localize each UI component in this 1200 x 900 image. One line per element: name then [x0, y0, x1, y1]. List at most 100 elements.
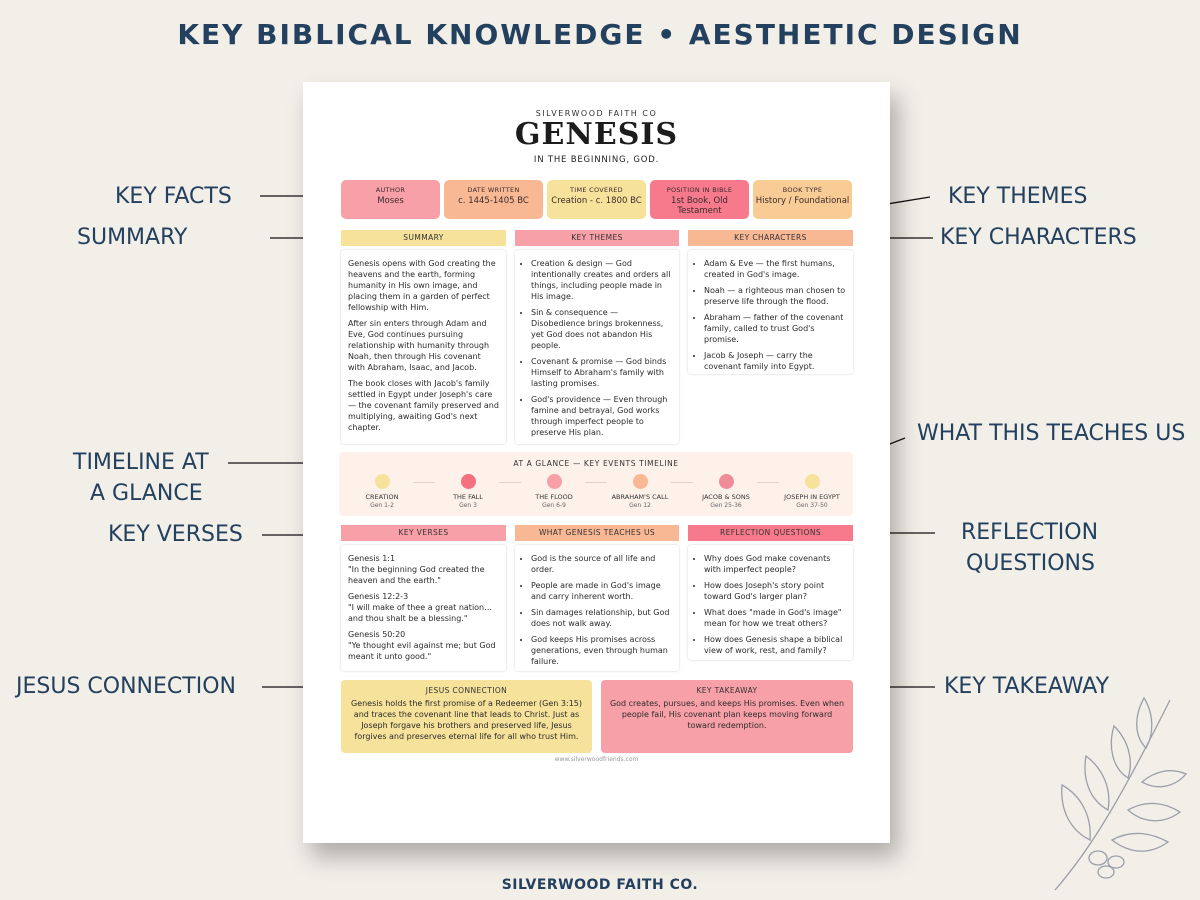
- timeline-event-ref: Gen 3: [459, 502, 477, 509]
- reflection-card: Why does God make covenants with imperfe…: [688, 545, 853, 660]
- callout-timeline-line2: A GLANCE: [90, 481, 203, 506]
- fact-date-written: DATE WRITTEN c. 1445-1405 BC: [444, 180, 543, 219]
- timeline: AT A GLANCE — KEY EVENTS TIMELINE CREATI…: [339, 452, 853, 516]
- callout-key-takeaway: KEY TAKEAWAY: [944, 674, 1110, 699]
- timeline-event-ref: Gen 6-9: [542, 502, 566, 509]
- teaches-item: God is the source of all life and order.: [531, 553, 672, 575]
- footer-brand: SILVERWOOD FAITH CO.: [501, 877, 699, 893]
- teaches-header: WHAT GENESIS TEACHES US: [515, 525, 679, 541]
- summary-paragraph: Genesis opens with God creating the heav…: [348, 259, 496, 312]
- character-item: Noah — a righteous man chosen to preserv…: [704, 285, 846, 307]
- verse-text: "Ye thought evil against me; but God mea…: [348, 641, 496, 661]
- timeline-event-name: JOSEPH IN EGYPT: [784, 493, 840, 501]
- timeline-dot: [718, 474, 734, 489]
- key-takeaway-box: KEY TAKEAWAY God creates, pursues, and k…: [601, 680, 853, 753]
- olive-branch-icon: [1054, 696, 1188, 891]
- sheet-url: www.silverwoodfriends.com: [554, 756, 639, 763]
- summary-header: SUMMARY: [341, 230, 506, 246]
- key-takeaway-header: KEY TAKEAWAY: [696, 686, 758, 695]
- reflection-item: How does Joseph's story point toward God…: [704, 580, 846, 602]
- fact-label: AUTHOR: [375, 186, 406, 194]
- verses-card: Genesis 1:1 "In the beginning God created…: [341, 545, 506, 671]
- callout-timeline-line1: TIMELINE AT: [73, 450, 209, 475]
- callout-key-facts: KEY FACTS: [115, 184, 232, 209]
- verse-item: Genesis 1:1 "In the beginning God created…: [348, 553, 499, 586]
- timeline-event-flood: THE FLOOD Gen 6-9: [514, 474, 594, 509]
- timeline-event-ref: Gen 37-50: [796, 502, 828, 509]
- callout-jesus-connection: JESUS CONNECTION: [16, 674, 236, 699]
- fact-label: TIME COVERED: [570, 186, 623, 194]
- timeline-dot: [374, 474, 390, 489]
- timeline-event-ref: Gen 1-2: [370, 502, 394, 509]
- verses-header: KEY VERSES: [341, 525, 506, 541]
- key-takeaway-text: God creates, pursues, and keeps His prom…: [609, 699, 845, 730]
- fact-book-type: BOOK TYPE History / Foundational: [753, 180, 852, 219]
- sheet-brand: SILVERWOOD FAITH CO: [535, 109, 658, 118]
- timeline-title: AT A GLANCE — KEY EVENTS TIMELINE: [513, 459, 679, 468]
- sheet-subtitle: IN THE BEGINNING, GOD.: [533, 155, 660, 165]
- characters-card: Adam & Eve — the first humans, created i…: [688, 250, 853, 374]
- characters-header: KEY CHARACTERS: [688, 230, 853, 246]
- timeline-event-joseph: JOSEPH IN EGYPT Gen 37-50: [772, 474, 852, 509]
- timeline-event-ref: Gen 12: [629, 502, 651, 509]
- fact-value: History / Foundational: [755, 196, 850, 206]
- character-item: Abraham — father of the covenant family,…: [704, 312, 846, 345]
- timeline-event-ref: Gen 25-36: [710, 502, 742, 509]
- character-item: Adam & Eve — the first humans, created i…: [704, 258, 846, 280]
- fact-value: Moses: [377, 196, 404, 206]
- verse-ref: Genesis 50:20: [348, 630, 406, 639]
- summary-card: Genesis opens with God creating the heav…: [341, 250, 506, 444]
- summary-paragraph: After sin enters through Adam and Eve, G…: [348, 319, 490, 372]
- callout-summary: SUMMARY: [77, 225, 188, 250]
- themes-card: Creation & design — God intentionally cr…: [515, 250, 679, 444]
- theme-item: God's providence — Even through famine a…: [531, 394, 672, 438]
- reflection-item: Why does God make covenants with imperfe…: [704, 553, 846, 575]
- fact-position: POSITION IN BIBLE 1st Book, Old Testamen…: [650, 180, 749, 219]
- teaches-item: Sin damages relationship, but God does n…: [531, 607, 672, 629]
- timeline-event-creation: CREATION Gen 1-2: [342, 474, 422, 509]
- callout-what-teaches: WHAT THIS TEACHES US: [917, 421, 1186, 446]
- timeline-event-name: JACOB & SONS: [702, 493, 750, 501]
- fact-author: AUTHOR Moses: [341, 180, 440, 219]
- timeline-event-jacob: JACOB & SONS Gen 25-36: [686, 474, 766, 509]
- timeline-event-fall: THE FALL Gen 3: [428, 474, 508, 509]
- timeline-event-abraham: ABRAHAM'S CALL Gen 12: [600, 474, 680, 509]
- verse-item: Genesis 12:2-3 "I will make of thee a gre…: [348, 591, 499, 624]
- timeline-event-name: THE FLOOD: [535, 493, 573, 501]
- timeline-event-name: THE FALL: [453, 493, 483, 501]
- fact-time-covered: TIME COVERED Creation - c. 1800 BC: [547, 180, 646, 219]
- jesus-connection-header: JESUS CONNECTION: [425, 686, 508, 695]
- verse-text: "In the beginning God created the heaven…: [348, 565, 485, 585]
- fact-label: BOOK TYPE: [782, 186, 823, 194]
- timeline-event-name: ABRAHAM'S CALL: [611, 493, 669, 501]
- timeline-dot: [632, 474, 648, 489]
- summary-paragraph: The book closes with Jacob's family sett…: [348, 379, 499, 432]
- verse-text: "I will make of thee a great nation… and…: [348, 603, 493, 623]
- callout-key-characters: KEY CHARACTERS: [940, 225, 1137, 250]
- theme-item: Creation & design — God intentionally cr…: [531, 258, 672, 302]
- timeline-dot: [460, 474, 476, 489]
- callout-reflection-line1: REFLECTION: [961, 520, 1099, 545]
- reflection-item: What does "made in God's image" mean for…: [704, 607, 846, 629]
- callout-key-themes: KEY THEMES: [948, 184, 1088, 209]
- theme-item: Covenant & promise — God binds Himself t…: [531, 356, 672, 389]
- verse-item: Genesis 50:20 "Ye thought evil against me…: [348, 629, 499, 662]
- verse-ref: Genesis 1:1: [348, 554, 396, 563]
- fact-value: Creation - c. 1800 BC: [551, 196, 642, 206]
- callout-key-verses: KEY VERSES: [108, 522, 243, 547]
- jesus-connection-box: JESUS CONNECTION Genesis holds the first…: [341, 680, 592, 753]
- timeline-dot: [804, 474, 820, 489]
- teaches-card: God is the source of all life and order.…: [515, 545, 679, 671]
- callout-reflection-line2: QUESTIONS: [966, 551, 1095, 576]
- fact-value: 1st Book, Old Testament: [671, 196, 728, 216]
- fact-label: POSITION IN BIBLE: [666, 186, 733, 194]
- jesus-connection-text: Genesis holds the first promise of a Red…: [350, 699, 582, 741]
- fact-value: c. 1445-1405 BC: [458, 196, 529, 206]
- sheet-title: GENESIS: [514, 117, 679, 152]
- teaches-item: God keeps His promises across generation…: [531, 634, 672, 667]
- verse-ref: Genesis 12:2-3: [348, 592, 409, 601]
- teaches-item: People are made in God's image and carry…: [531, 580, 672, 602]
- timeline-event-name: CREATION: [365, 493, 399, 501]
- themes-header: KEY THEMES: [515, 230, 679, 246]
- reflection-item: How does Genesis shape a biblical view o…: [704, 634, 846, 656]
